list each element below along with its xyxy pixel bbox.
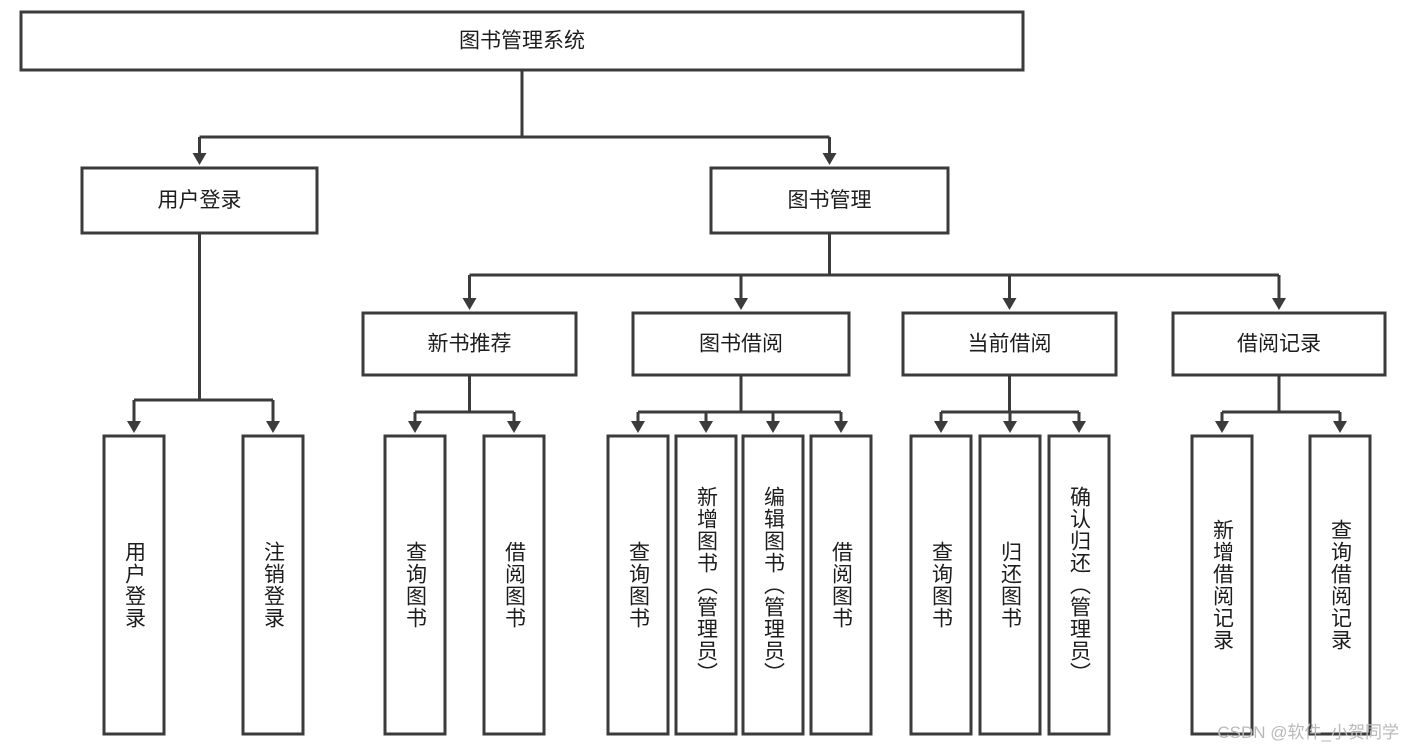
node-label: 当前借阅 — [968, 333, 1052, 356]
leaf-box[interactable] — [241, 434, 305, 736]
node-label: 图书管理 — [788, 189, 872, 212]
leaf-box[interactable] — [809, 434, 873, 736]
leaf-query-book-borrow[interactable] — [606, 434, 670, 736]
leaf-borrow-book[interactable] — [809, 434, 873, 736]
leaf-edit-book-admin[interactable] — [741, 434, 805, 736]
leaf-add-book-admin[interactable] — [674, 434, 738, 736]
node-book-borrow[interactable]: 图书借阅 — [631, 311, 851, 377]
node-new-book-recommend[interactable]: 新书推荐 — [361, 311, 578, 377]
leaf-box[interactable] — [606, 434, 670, 736]
leaf-box[interactable] — [102, 434, 166, 736]
leaf-query-book-current[interactable] — [909, 434, 973, 736]
node-label: 图书管理系统 — [459, 30, 585, 53]
node-borrow-record[interactable]: 借阅记录 — [1171, 311, 1387, 377]
leaf-box[interactable] — [482, 434, 546, 736]
node-label: 用户登录 — [158, 189, 242, 212]
connector-lines — [127, 70, 1347, 433]
leaf-box[interactable] — [978, 434, 1042, 736]
root-node-book-management-system[interactable]: 图书管理系统 — [19, 10, 1025, 72]
watermark-text: CSDN @软件_小贺同学 — [1217, 723, 1399, 742]
leaf-user-login[interactable] — [102, 434, 166, 736]
node-label: 借阅记录 — [1237, 333, 1321, 356]
leaf-box[interactable] — [741, 434, 805, 736]
node-box[interactable] — [19, 10, 1025, 72]
node-box[interactable] — [361, 311, 578, 377]
leaf-box[interactable] — [674, 434, 738, 736]
node-box[interactable] — [709, 166, 950, 235]
node-label: 图书借阅 — [699, 333, 783, 356]
leaf-box[interactable] — [1047, 434, 1111, 736]
leaf-logout[interactable] — [241, 434, 305, 736]
node-box[interactable] — [631, 311, 851, 377]
node-box[interactable] — [1171, 311, 1387, 377]
node-box[interactable] — [901, 311, 1118, 377]
node-box[interactable] — [80, 166, 319, 235]
leaf-return-book[interactable] — [978, 434, 1042, 736]
node-user-login[interactable]: 用户登录 — [80, 166, 319, 235]
node-current-borrow[interactable]: 当前借阅 — [901, 311, 1118, 377]
leaf-borrow-book-rec[interactable] — [482, 434, 546, 736]
node-book-management[interactable]: 图书管理 — [709, 166, 950, 235]
leaf-box[interactable] — [909, 434, 973, 736]
leaf-box[interactable] — [1190, 434, 1254, 736]
leaf-box[interactable] — [1308, 434, 1372, 736]
node-label: 新书推荐 — [428, 333, 512, 356]
leaf-query-book-rec[interactable] — [383, 434, 447, 736]
leaf-box[interactable] — [383, 434, 447, 736]
leaf-confirm-return-admin[interactable] — [1047, 434, 1111, 736]
leaf-query-borrow-record[interactable] — [1308, 434, 1372, 736]
leaf-add-borrow-record[interactable] — [1190, 434, 1254, 736]
